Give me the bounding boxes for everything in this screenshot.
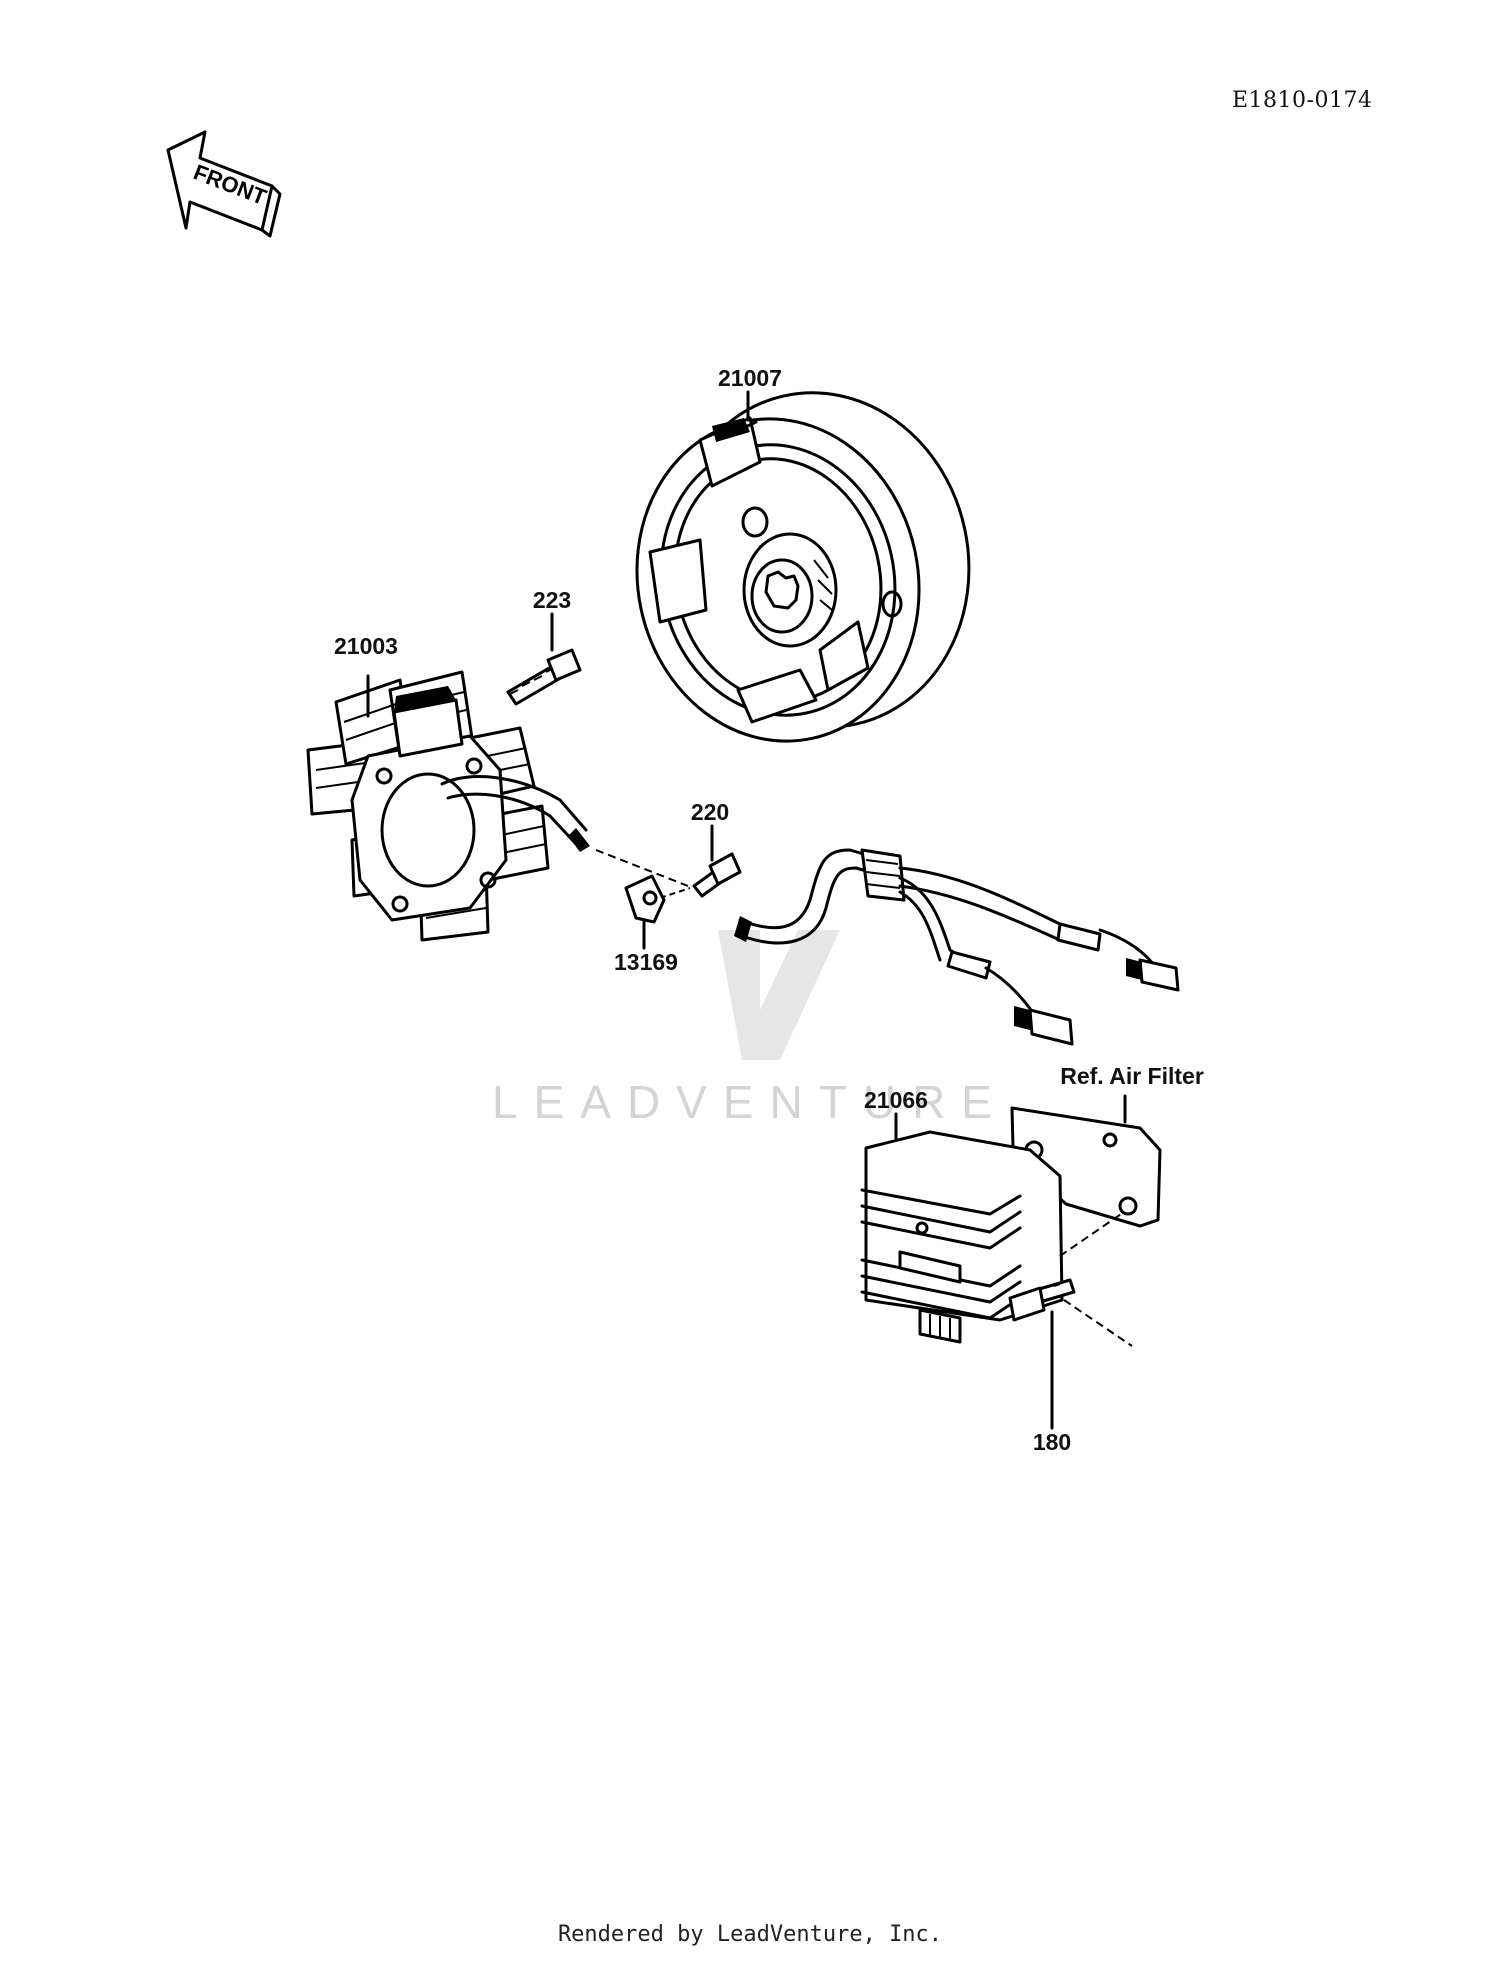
label-13169: 13169 (614, 949, 678, 975)
footer-credit: Rendered by LeadVenture, Inc. (557, 1922, 943, 1947)
bolt-223: 223 (506, 587, 582, 706)
wiring-harness (734, 848, 1180, 1046)
label-21003: 21003 (334, 633, 398, 659)
regulator-rectifier: Ref. Air Filter 21066 (860, 1063, 1204, 1347)
label-21066: 21066 (864, 1087, 928, 1113)
label-21007: 21007 (718, 365, 782, 391)
flywheel-rotor: 21007 (635, 365, 971, 743)
label-220: 220 (691, 799, 729, 825)
bolt-180: 180 (1008, 1278, 1076, 1455)
screw-220: 220 (659, 799, 742, 899)
label-223: 223 (533, 587, 571, 613)
label-180: 180 (1033, 1429, 1071, 1455)
diagram-code: E1810-0174 (1232, 88, 1373, 113)
watermark: LEADVENTURE (492, 930, 1008, 1128)
watermark-text: LEADVENTURE (492, 1076, 1008, 1128)
label-ref-air-filter: Ref. Air Filter (1060, 1063, 1204, 1089)
wire-clamp-13169: 13169 (614, 874, 678, 975)
front-arrow-icon: FRONT (166, 130, 282, 238)
stator-assembly: 21003 (306, 633, 689, 942)
